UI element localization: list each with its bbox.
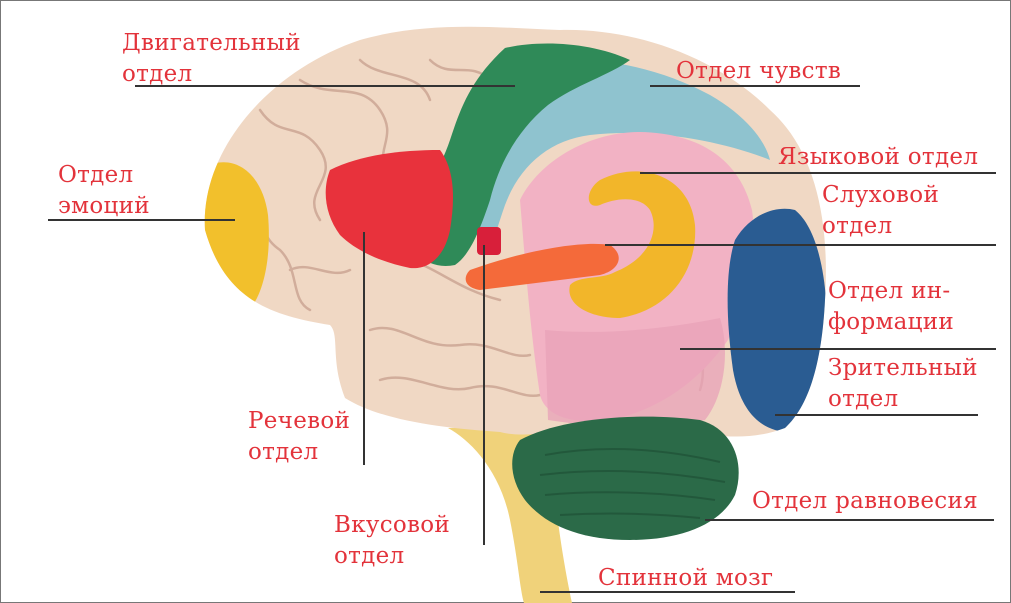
language-label: Языковой отдел [778, 142, 978, 173]
auditory-label: Слуховой отдел [822, 180, 939, 242]
emotions-label: Отдел эмоций [58, 160, 150, 222]
speech-label: Речевой отдел [248, 406, 350, 468]
senses-label: Отдел чувств [676, 56, 841, 87]
visual-region [728, 209, 827, 432]
taste-label: Вкусовой отдел [334, 510, 450, 572]
spinal-cord-label: Спинной мозг [598, 563, 773, 594]
balance-label: Отдел равновесия [752, 486, 978, 517]
information-region [545, 318, 725, 427]
information-label: Отдел ин- формации [828, 276, 954, 338]
taste-region [477, 227, 501, 255]
motor-label: Двигательный отдел [122, 28, 301, 90]
visual-label: Зрительный отдел [828, 353, 978, 415]
